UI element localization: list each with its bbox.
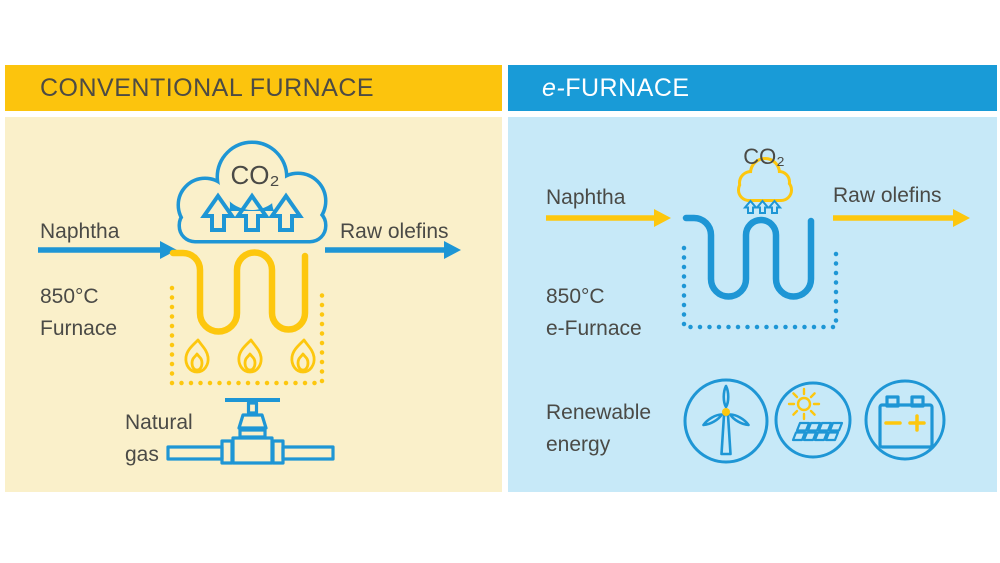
raw-olefins-arrow [833, 209, 970, 227]
e-furnace-title: e-FURNACE [542, 74, 690, 103]
e-furnace-name-label: e-Furnace [546, 317, 642, 340]
e-furnace-header: e-FURNACE [508, 65, 997, 111]
co2-cloud-icon [176, 140, 328, 244]
raw-olefins-label: Raw olefins [833, 184, 942, 207]
conventional-furnace-body: CO₂ Naphtha Raw olefins 850°C Furnace Na… [5, 117, 502, 492]
co2-mini-arrows-icon [742, 199, 783, 214]
renewable-energy-label-line2: energy [546, 433, 611, 456]
furnace-name-label: Furnace [40, 317, 118, 340]
raw-olefins-label: Raw olefins [340, 220, 449, 243]
furnace-coil [169, 249, 309, 335]
naphtha-label: Naphtha [546, 186, 626, 209]
conventional-furnace-header: CONVENTIONAL FURNACE [5, 65, 502, 111]
emission-arrows-icon [200, 192, 304, 232]
e-furnace-panel: e-FURNACE [508, 65, 997, 492]
naphtha-arrow [38, 241, 177, 259]
naphtha-arrow [546, 209, 671, 227]
co2-label: CO₂ [743, 144, 785, 169]
conventional-furnace-panel: CONVENTIONAL FURNACE [5, 65, 502, 492]
conventional-furnace-graphics [38, 140, 461, 465]
e-furnace-title-prefix: e- [542, 73, 566, 102]
gas-pipe-valve-icon [166, 398, 335, 465]
co2-small-cloud-icon [737, 157, 793, 202]
e-furnace-graphics [546, 157, 970, 464]
raw-olefins-arrow [325, 241, 461, 259]
furnace-temp-label: 850°C [40, 285, 99, 308]
e-furnace-body: Naphtha CO₂ Raw olefins 850°C e-Furnace … [508, 117, 997, 492]
naphtha-label: Naphtha [40, 220, 120, 243]
natural-gas-label-line2: gas [125, 443, 159, 466]
e-furnace-coil [682, 214, 815, 300]
flames-row [184, 338, 316, 374]
wind-turbine-icon [683, 378, 769, 464]
flame-icon [290, 338, 316, 374]
e-furnace-title-rest: FURNACE [565, 73, 690, 102]
furnace-dotted-border [169, 285, 325, 386]
conventional-furnace-title: CONVENTIONAL FURNACE [40, 73, 375, 102]
flame-icon [184, 338, 210, 374]
solar-panel-icon [774, 381, 852, 459]
battery-icon [864, 379, 946, 461]
natural-gas-label-line1: Natural [125, 411, 193, 434]
co2-label: CO₂ [230, 160, 280, 190]
flame-icon [237, 338, 263, 374]
renewable-energy-label-line1: Renewable [546, 401, 652, 424]
e-furnace-temp-label: 850°C [546, 285, 605, 308]
e-furnace-dotted-border [681, 245, 839, 330]
